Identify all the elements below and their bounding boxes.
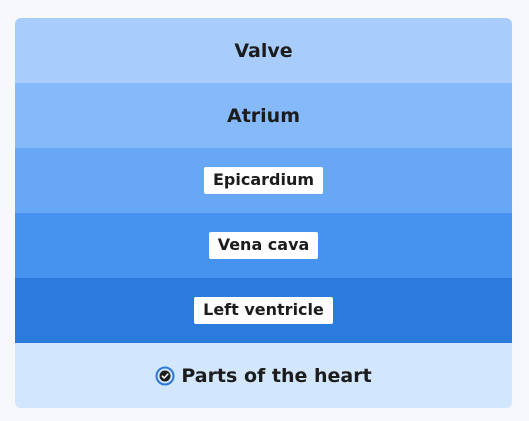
row-epicardium[interactable]: Epicardium [15, 148, 512, 213]
row-vena-cava[interactable]: Vena cava [15, 213, 512, 278]
row-chip: Left ventricle [194, 297, 333, 324]
row-valve[interactable]: Valve [15, 18, 512, 83]
category-footer: Parts of the heart [15, 343, 512, 408]
row-left-ventricle[interactable]: Left ventricle [15, 278, 512, 343]
row-label: Valve [234, 39, 293, 62]
row-atrium[interactable]: Atrium [15, 83, 512, 148]
row-chip: Vena cava [208, 232, 319, 259]
row-label: Atrium [227, 104, 300, 127]
category-label: Parts of the heart [181, 364, 372, 387]
sorting-card: Valve Atrium Epicardium Vena cava Left v… [15, 18, 512, 408]
check-circle-icon [155, 366, 175, 386]
row-chip: Epicardium [203, 167, 324, 194]
